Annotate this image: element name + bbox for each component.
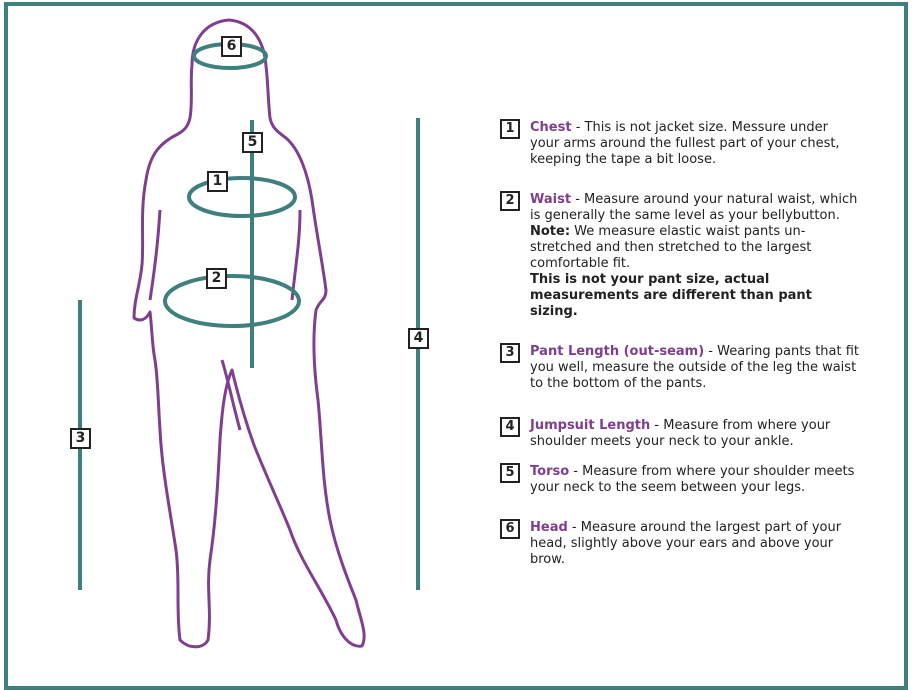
legend-note: Note: We measure elastic waist pants un-… [530, 224, 860, 272]
waist-measure-ring [163, 274, 301, 328]
legend-entry-pant-length: 3 Pant Length (out-seam) - Wearing pants… [500, 343, 860, 392]
measurement-legend: 1 Chest - This is not jacket size. Messu… [500, 119, 860, 568]
legend-bold-note: This is not your pant size, actual measu… [530, 272, 812, 319]
legend-entry-head: 6 Head - Measure around the largest part… [500, 519, 860, 568]
right-arm-inner-line [290, 209, 302, 301]
marker-head: 6 [221, 36, 242, 57]
legend-label: Torso [530, 464, 570, 479]
legend-label: Chest [530, 120, 572, 135]
diagram-frame [4, 2, 908, 690]
legend-text: - Measure around the largest part of you… [530, 520, 842, 567]
note-label: Note: [530, 224, 571, 239]
legend-text: - Measure around your natural waist, whi… [530, 192, 858, 223]
marker-waist: 2 [206, 268, 227, 289]
legend-number: 2 [500, 191, 520, 211]
legend-entry-waist: 2 Waist - Measure around your natural wa… [500, 191, 860, 320]
legend-text: - This is not jacket size. Messure under… [530, 120, 840, 167]
legend-number: 4 [500, 417, 520, 437]
legend-text: - Measure from where your shoulder meets… [530, 464, 855, 495]
marker-pant-length: 3 [70, 428, 91, 449]
legend-text: - Wearing pants that fit you well, measu… [530, 344, 860, 391]
legend-label: Head [530, 520, 568, 535]
marker-torso: 5 [242, 132, 263, 153]
legend-number: 3 [500, 343, 520, 363]
legend-label: Pant Length (out-seam) [530, 344, 705, 359]
marker-jumpsuit-length: 4 [408, 328, 429, 349]
chest-measure-ring [187, 176, 297, 218]
legend-entry-chest: 1 Chest - This is not jacket size. Messu… [500, 119, 860, 168]
legend-label: Waist [530, 192, 572, 207]
legend-label: Jumpsuit Length [530, 418, 651, 433]
legend-number: 5 [500, 463, 520, 483]
body-outline [132, 18, 366, 649]
legend-text: - Measure from where your shoulder meets… [530, 418, 831, 449]
legend-number: 6 [500, 519, 520, 539]
left-arm-inner-line [148, 209, 162, 301]
marker-chest: 1 [207, 171, 228, 192]
legend-entry-jumpsuit-length: 4 Jumpsuit Length - Measure from where y… [500, 417, 860, 450]
legend-number: 1 [500, 119, 520, 139]
note-text: We measure elastic waist pants un-stretc… [530, 224, 812, 271]
leg-inner-line [220, 359, 242, 431]
legend-entry-torso: 5 Torso - Measure from where your should… [500, 463, 860, 496]
